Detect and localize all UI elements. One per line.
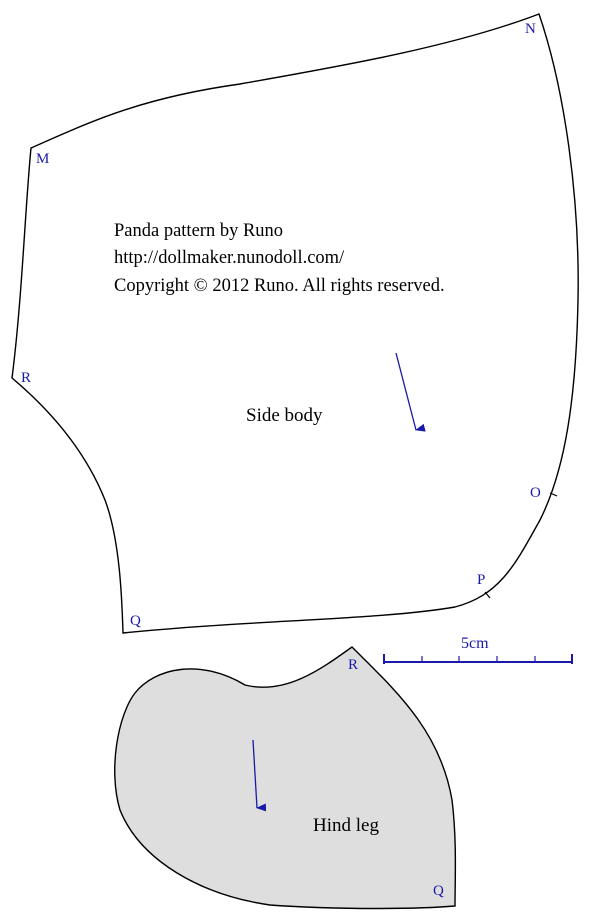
side-body-piece: M N R O P Q Panda pattern by Runo http:/… (11, 13, 579, 634)
hind-leg-outline (114, 646, 457, 910)
point-label-o: O (530, 485, 541, 501)
point-label-p: P (477, 572, 485, 588)
credit-line-2: http://dollmaker.nunodoll.com/ (114, 248, 345, 268)
credit-line-3: Copyright © 2012 Runo. All rights reserv… (114, 276, 445, 296)
point-label-m: M (36, 151, 49, 167)
scale-label: 5cm (461, 635, 489, 652)
hind-leg-point-label-q: Q (433, 883, 444, 899)
hind-leg-piece: R Q Hind leg (114, 646, 457, 910)
notch-p (484, 591, 491, 599)
grain-arrow-hind-leg (252, 739, 267, 812)
grain-arrow-side-body (395, 352, 426, 432)
notch-o (549, 492, 558, 497)
piece-name-hind-leg: Hind leg (313, 815, 379, 836)
hind-leg-point-label-r: R (348, 657, 358, 673)
point-label-r: R (21, 370, 31, 386)
point-label-n: N (525, 21, 536, 37)
credit-line-1: Panda pattern by Runo (114, 221, 283, 241)
point-label-q: Q (130, 613, 141, 629)
piece-name-side-body: Side body (246, 405, 323, 426)
scale-bar: 5cm (383, 635, 573, 664)
side-body-outline (11, 13, 579, 634)
